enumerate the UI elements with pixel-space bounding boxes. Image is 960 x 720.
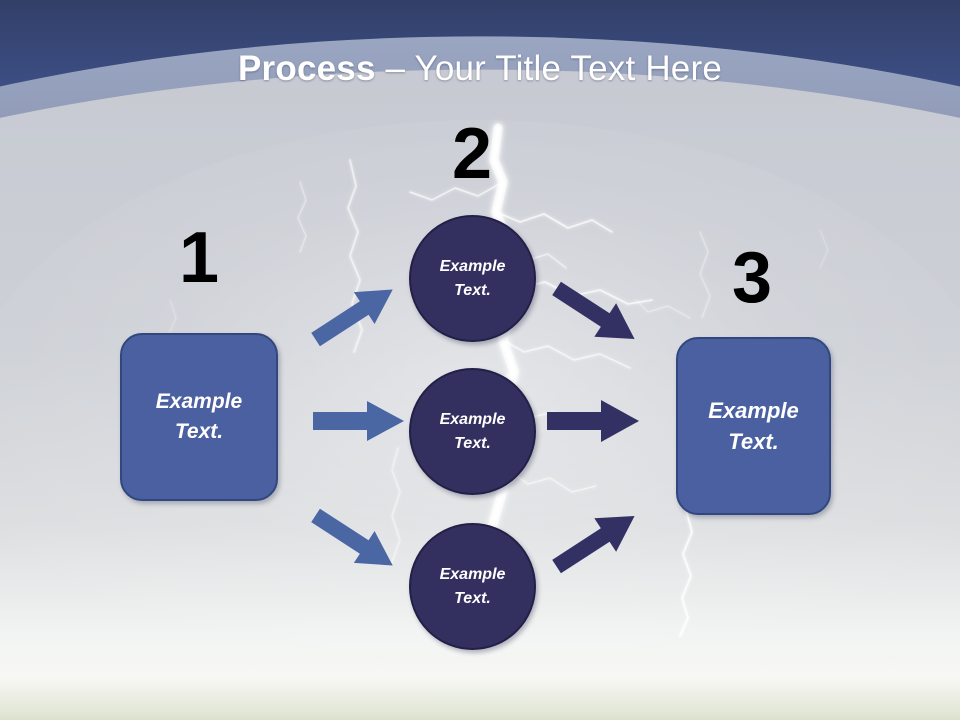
step-number-3: 3 <box>731 238 773 318</box>
process-circle-2-line1: Example <box>439 410 506 428</box>
step-number-1: 1 <box>178 218 220 298</box>
process-box-3-line2: Text. <box>728 429 779 454</box>
process-box-1-line1: Example <box>155 390 243 413</box>
process-box-1-line2: Text. <box>174 420 224 443</box>
step-number-2: 2 <box>451 114 493 194</box>
process-circle-1-line1: Example <box>439 257 506 275</box>
slide-title: Process – Your Title Text Here <box>0 48 960 90</box>
process-circle-1[interactable]: Example Text. <box>409 215 536 342</box>
process-circle-3[interactable]: Example Text. <box>409 523 536 650</box>
slide-title-strong: Process <box>238 49 376 88</box>
process-circle-2-line2: Text. <box>454 434 491 452</box>
slide-title-rest: – Your Title Text Here <box>375 49 722 88</box>
process-circle-3-line1: Example <box>439 565 506 583</box>
arrow-right-icon-right-middle <box>547 400 639 442</box>
process-circle-1-line2: Text. <box>454 281 491 299</box>
arrow-up-right-icon-right-bottom <box>552 515 635 574</box>
process-box-3[interactable]: Example Text. <box>676 337 831 515</box>
process-box-3-line1: Example <box>708 398 799 423</box>
process-circle-2[interactable]: Example Text. <box>409 368 536 495</box>
arrow-right-icon-left-middle <box>313 401 404 441</box>
process-box-1[interactable]: Example Text. <box>120 333 278 501</box>
arrow-down-right-icon-right-top <box>552 281 635 340</box>
process-circle-3-line2: Text. <box>454 589 491 607</box>
arrow-up-right-icon-left-top <box>311 289 393 347</box>
lightning-bolt-right <box>635 229 829 637</box>
arrow-down-right-icon-left-bottom <box>311 508 393 566</box>
